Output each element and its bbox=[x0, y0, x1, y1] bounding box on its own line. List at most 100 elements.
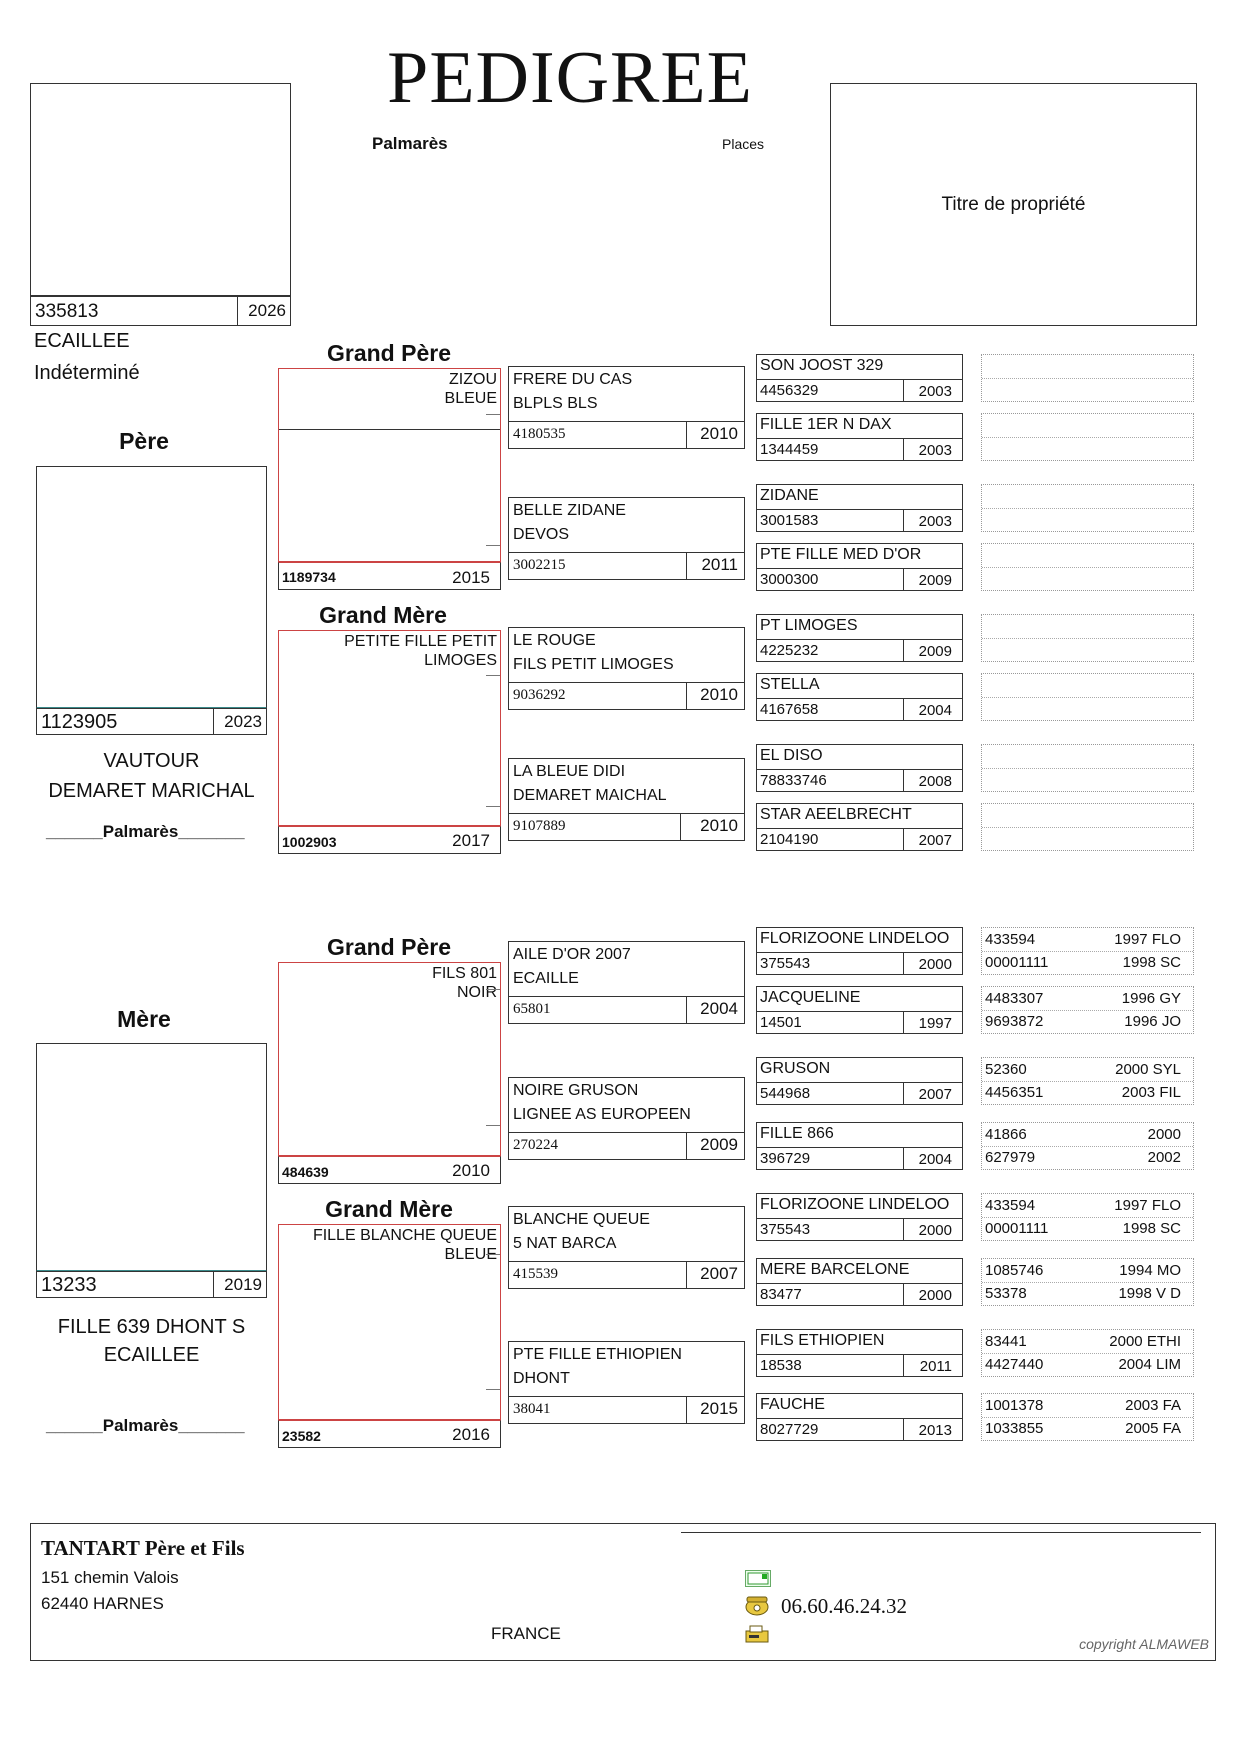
gen4-year: 2004 bbox=[918, 702, 952, 719]
father-name-1: VAUTOUR bbox=[103, 750, 200, 772]
gen3-name-line1: AILE D'OR 2007 bbox=[513, 946, 631, 963]
gen3-divider-v bbox=[686, 1261, 687, 1288]
gen4-name: SON JOOST 329 bbox=[760, 357, 884, 374]
gp-paternal-heading: Grand Père bbox=[327, 340, 451, 366]
gen3-year: 2009 bbox=[700, 1135, 738, 1154]
gen3-name-line2: LIGNEE AS EUROPEEN bbox=[513, 1106, 691, 1123]
gen4-divider bbox=[757, 509, 962, 510]
gen4-divider bbox=[757, 438, 962, 439]
gen3-ring: 9036292 bbox=[513, 687, 566, 703]
mother-year: 2019 bbox=[224, 1275, 262, 1294]
gen4-ring: 18538 bbox=[760, 1357, 802, 1374]
gen4-year: 2003 bbox=[918, 383, 952, 400]
gen3-divider bbox=[509, 682, 744, 683]
subject-year: 2026 bbox=[248, 301, 286, 320]
gen3-divider-v bbox=[686, 682, 687, 709]
title-of-property-box: Titre de propriété bbox=[830, 83, 1197, 326]
gen3-name-line2: DHONT bbox=[513, 1370, 570, 1387]
gen5-b-ring: 627979 bbox=[985, 1149, 1036, 1166]
gen4-divider-v bbox=[903, 1218, 904, 1240]
gen3-name-line1: LA BLEUE DIDI bbox=[513, 763, 626, 780]
gen5-a-ring: 4483307 bbox=[985, 990, 1044, 1007]
gen5-a-info: 1997 FLO bbox=[1114, 1197, 1181, 1214]
gen5-divider bbox=[982, 1417, 1193, 1418]
gen4-divider bbox=[757, 1354, 962, 1355]
gen3-year: 2004 bbox=[700, 999, 738, 1018]
gen5-b-info: 2005 FA bbox=[1125, 1420, 1181, 1437]
gen3-name-line2: DEMARET MAICHAL bbox=[513, 787, 667, 804]
father-ring-box: 1123905 2023 bbox=[36, 708, 267, 735]
gen5-divider bbox=[982, 508, 1193, 509]
gp-maternal-ring-box: 484639 2010 bbox=[278, 1156, 501, 1184]
gen3-name-line2: FILS PETIT LIMOGES bbox=[513, 656, 674, 673]
gen5-a-ring: 52360 bbox=[985, 1061, 1027, 1078]
places-heading: Places bbox=[722, 136, 765, 152]
address-line-1: 151 chemin Valois bbox=[41, 1568, 179, 1587]
gen4-ring: 375543 bbox=[760, 1221, 811, 1238]
gen3-name-line1: NOIRE GRUSON bbox=[513, 1082, 639, 1099]
gen3-name-line1: BLANCHE QUEUE bbox=[513, 1211, 650, 1228]
gen5-a-ring: 433594 bbox=[985, 1197, 1036, 1214]
gp-paternal-name-2: BLEUE bbox=[444, 390, 497, 407]
connector-tick bbox=[486, 1254, 500, 1255]
gen3-name-line2: BLPLS BLS bbox=[513, 395, 598, 412]
gm-paternal-heading: Grand Mère bbox=[319, 602, 447, 628]
gen3-divider bbox=[509, 813, 744, 814]
gen3-year: 2010 bbox=[700, 424, 738, 443]
gen4-ring: 375543 bbox=[760, 955, 811, 972]
connector-tick bbox=[486, 414, 500, 415]
gen5-b-ring: 00001111 bbox=[985, 1220, 1049, 1237]
gen4-divider bbox=[757, 698, 962, 699]
gen4-divider bbox=[757, 1218, 962, 1219]
gen5-card bbox=[981, 614, 1194, 662]
gen4-name: STELLA bbox=[760, 676, 820, 693]
mother-heading: Mère bbox=[117, 1006, 171, 1032]
gen5-divider bbox=[982, 1010, 1193, 1011]
gm-paternal-ring-box: 1002903 2017 bbox=[278, 826, 501, 854]
gen4-year: 2003 bbox=[918, 442, 952, 459]
gen4-name: MERE BARCELONE bbox=[760, 1261, 910, 1278]
gen4-year: 2008 bbox=[918, 773, 952, 790]
subject-photo bbox=[30, 83, 291, 296]
gen5-a-info: 2000 SYL bbox=[1115, 1061, 1181, 1078]
gen5-a-ring: 433594 bbox=[985, 931, 1036, 948]
gen4-divider bbox=[757, 1147, 962, 1148]
gm-maternal-box: FILLE BLANCHE QUEUE BLEUE bbox=[278, 1224, 501, 1420]
gen4-ring: 1344459 bbox=[760, 441, 819, 458]
gen3-divider bbox=[509, 421, 744, 422]
page-title: PEDIGREE bbox=[387, 37, 753, 119]
gen5-divider bbox=[982, 1217, 1193, 1218]
gen4-ring: 4167658 bbox=[760, 701, 819, 718]
gen4-name: ZIDANE bbox=[760, 487, 819, 504]
gp-maternal-year: 2010 bbox=[452, 1161, 490, 1180]
gen4-divider-v bbox=[903, 379, 904, 401]
gen5-card bbox=[981, 673, 1194, 721]
gen4-divider-v bbox=[903, 1283, 904, 1305]
owner-name: TANTART Père et Fils bbox=[41, 1536, 245, 1560]
gen3-ring: 270224 bbox=[513, 1137, 558, 1153]
fax-icon bbox=[744, 1624, 770, 1644]
gen5-b-ring: 4427440 bbox=[985, 1356, 1044, 1373]
subject-ring: 335813 bbox=[35, 301, 99, 322]
gen4-ring: 8027729 bbox=[760, 1421, 819, 1438]
gen4-divider-v bbox=[903, 1418, 904, 1440]
father-ring: 1123905 bbox=[41, 711, 118, 733]
gen4-divider-v bbox=[903, 828, 904, 850]
gen4-year: 2003 bbox=[918, 513, 952, 530]
gp-maternal-ring: 484639 bbox=[282, 1164, 329, 1180]
gen5-divider bbox=[982, 1282, 1193, 1283]
gen5-card bbox=[981, 543, 1194, 591]
gen5-a-ring: 41866 bbox=[985, 1126, 1027, 1143]
gen4-divider-v bbox=[903, 1147, 904, 1169]
address-line-2: 62440 HARNES bbox=[41, 1594, 164, 1613]
gen3-divider bbox=[509, 996, 744, 997]
gen4-ring: 4225232 bbox=[760, 642, 819, 659]
gm-paternal-box: PETITE FILLE PETIT LIMOGES bbox=[278, 630, 501, 826]
gen5-divider bbox=[982, 768, 1193, 769]
